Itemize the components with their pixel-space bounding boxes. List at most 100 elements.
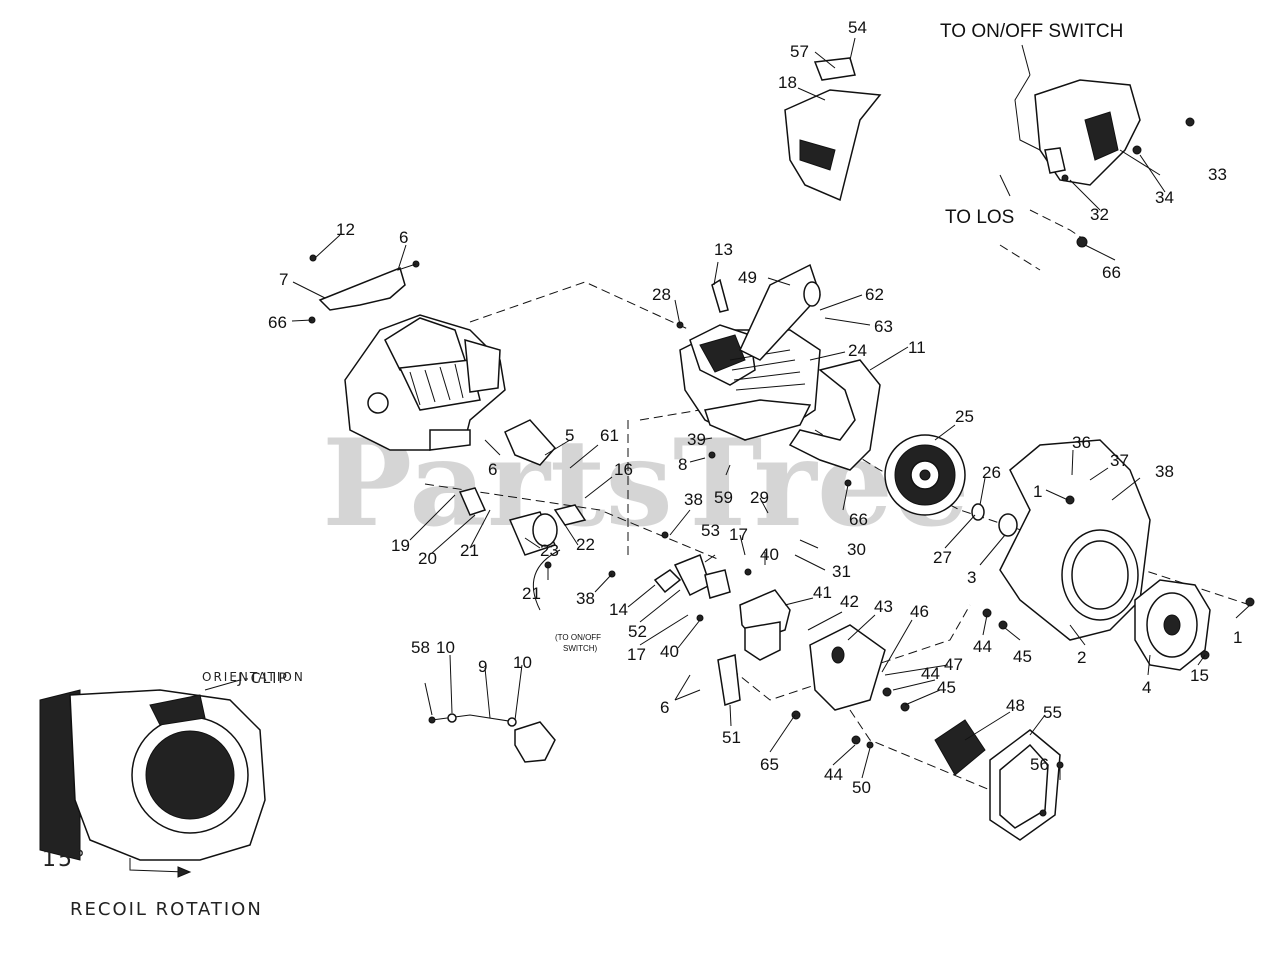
callout-44-bottom: 44 [824, 765, 843, 784]
air-filter-cover-part-55 [989, 729, 1061, 841]
callout-56: 56 [1030, 755, 1049, 774]
callout-18: 18 [778, 73, 797, 92]
callout-62: 62 [865, 285, 884, 304]
callout-37: 38 [1155, 462, 1174, 481]
caption-small-switch-1: (TO ON/OFF [555, 633, 601, 642]
switch-housing-part-32 [1014, 74, 1141, 186]
callout-45-mid: 45 [937, 678, 956, 697]
caption-j-clip: J-CLIP [237, 671, 289, 687]
callout-63: 63 [874, 317, 893, 336]
control-cover-part-18 [784, 57, 882, 202]
callout-25: 25 [955, 407, 974, 426]
callout-31: 31 [832, 562, 851, 581]
starter-motor-part-23 [458, 487, 587, 556]
caption-recoil-rotation: RECOIL ROTATION [70, 899, 263, 920]
callout-40-bottom: 40 [660, 642, 679, 661]
bracket-part-5 [504, 419, 557, 466]
caption-to-on-off-switch: TO ON/OFF SWITCH [940, 21, 1123, 42]
callout-5: 5 [565, 426, 574, 445]
callout-29: 29 [750, 488, 769, 507]
callout-numbers: 12 6 7 66 28 13 49 62 63 24 11 25 26 27 … [268, 18, 1242, 797]
callout-13: 13 [714, 240, 733, 259]
callout-66-top: 66 [1102, 263, 1121, 282]
callout-34: 34 [1155, 188, 1174, 207]
callout-59: 58 [411, 638, 430, 657]
callout-40-top: 40 [760, 545, 779, 564]
callout-58: 59 [714, 488, 733, 507]
callout-32: 32 [1090, 205, 1109, 224]
callout-10-right: 10 [513, 653, 532, 672]
callout-51: 51 [722, 728, 741, 747]
caption-small-switch-2: SWITCH) [563, 644, 598, 653]
callout-65: 65 [760, 755, 779, 774]
callout-50: 50 [852, 778, 871, 797]
callout-10-left: 10 [436, 638, 455, 657]
callout-27: 27 [933, 548, 952, 567]
bracket-part-13 [711, 278, 729, 313]
callout-41: 41 [813, 583, 832, 602]
callout-36: 37 [1110, 451, 1129, 470]
callout-38-left: 38 [576, 589, 595, 608]
callout-leader-lines [204, 37, 1251, 780]
callout-45-right: 45 [1013, 647, 1032, 666]
callout-26: 26 [982, 463, 1001, 482]
callout-7: 7 [279, 270, 288, 289]
diagram-captions: TO ON/OFF SWITCH TO LOS (TO ON/OFF SWITC… [42, 21, 1123, 920]
flywheel-part-25 [884, 434, 966, 516]
shroud-part-11 [788, 359, 881, 471]
callout-30: 30 [847, 540, 866, 559]
callout-6-mid: 6 [488, 460, 497, 479]
engine-block-left [344, 314, 506, 451]
callout-16: 16 [614, 460, 633, 479]
callout-1-right: 1 [1233, 628, 1242, 647]
callout-2: 2 [1077, 648, 1086, 667]
callout-48: 48 [1006, 696, 1025, 715]
callout-17-top: 17 [729, 525, 748, 544]
blower-housing-part-2 [999, 439, 1151, 641]
callout-6: 6 [399, 228, 408, 247]
callout-15: 15 [1190, 666, 1209, 685]
caption-to-los: TO LOS [945, 207, 1014, 228]
gasket-parts [653, 554, 731, 599]
air-filter-base-part-43 [809, 624, 886, 711]
callout-66-mid: 66 [849, 510, 868, 529]
callout-4: 4 [1142, 678, 1151, 697]
callout-17-bottom: 17 [627, 645, 646, 664]
callout-23: 23 [540, 541, 559, 560]
bracket-part-7 [318, 266, 406, 311]
callout-12: 12 [336, 220, 355, 239]
engine-block-center [679, 324, 821, 441]
recoil-rotation-inset-engine [39, 689, 266, 878]
callout-21-top: 21 [460, 541, 479, 560]
callout-1-left: 1 [1033, 482, 1042, 501]
caption-orientation: ORIENTATION [202, 670, 305, 684]
callout-54: 54 [848, 18, 867, 37]
washer-part-26 [971, 503, 985, 521]
muffler-part-49 [739, 263, 821, 361]
fuel-line-part-9 [431, 713, 556, 763]
air-filter-element-part-48 [934, 719, 986, 776]
callout-66: 66 [268, 313, 287, 332]
callout-57: 57 [790, 42, 809, 61]
callout-61: 61 [600, 426, 619, 445]
callout-8: 8 [678, 455, 687, 474]
callout-11: 11 [908, 338, 926, 357]
callout-38-top: 38 [684, 490, 703, 509]
recoil-starter-part-4 [1134, 579, 1211, 671]
callout-47: 47 [944, 655, 963, 674]
callout-43: 43 [874, 597, 893, 616]
callout-35: 36 [1072, 433, 1091, 452]
ring-part-3 [998, 513, 1018, 537]
callout-20: 20 [418, 549, 437, 568]
bracket-part-51 [717, 654, 741, 706]
callout-6-bottom: 6 [660, 698, 669, 717]
callout-44-mid: 44 [921, 664, 940, 683]
callout-42: 42 [840, 592, 859, 611]
callout-46: 46 [910, 602, 929, 621]
callout-44-right: 44 [973, 637, 992, 656]
callout-3: 3 [967, 568, 976, 587]
callout-14: 14 [609, 600, 628, 619]
callout-53: 53 [701, 521, 720, 540]
callout-9: 9 [478, 657, 487, 676]
